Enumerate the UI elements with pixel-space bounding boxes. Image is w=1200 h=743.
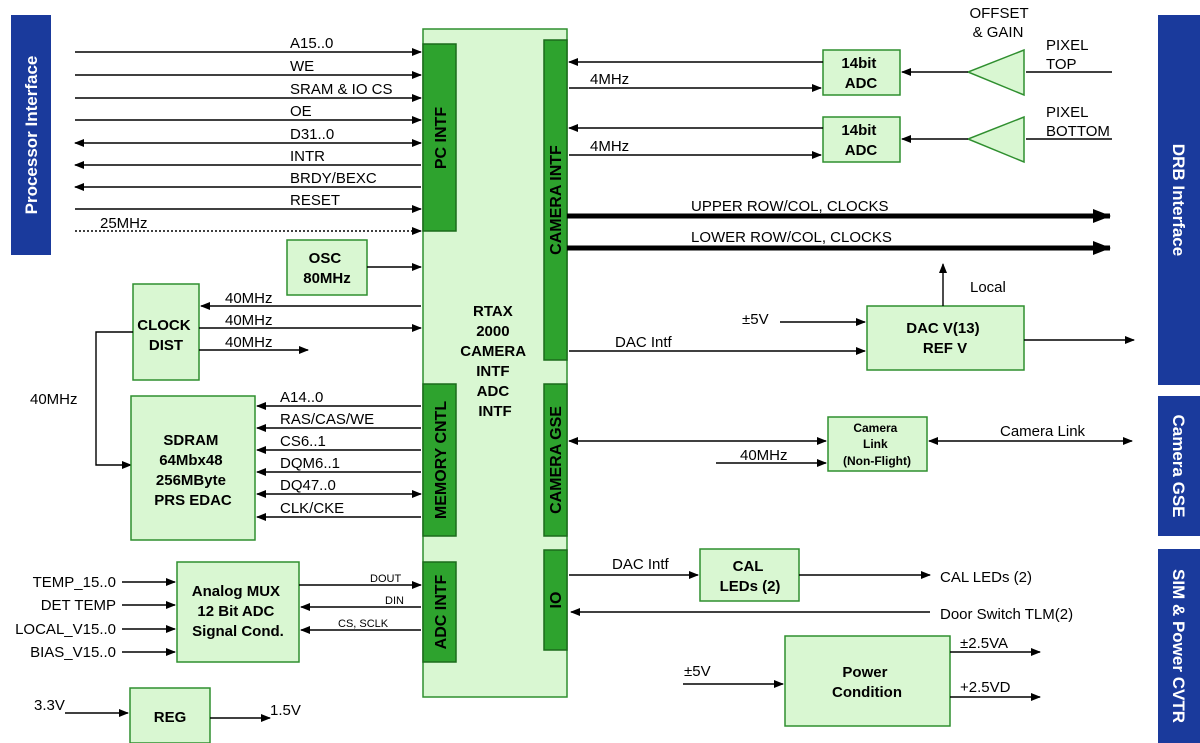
osc-label: OSC 80MHz [303, 250, 351, 287]
sdram-label: SDRAM 64Mbx48 256MByte PRS EDAC [154, 432, 232, 509]
cam-top-4mhz: 4MHz [590, 71, 629, 88]
adc-bottom-label: 14bit ADC [841, 122, 880, 159]
side-label-processor: Processor Interface [22, 56, 41, 215]
mem-signal-ras: RAS/CAS/WE [280, 411, 374, 428]
side-label-sim-power: SIM & Power CVTR [1169, 569, 1188, 723]
camera-intf-label: CAMERA INTF [548, 145, 565, 255]
clock-dist-block [132, 283, 200, 381]
mem-signal-clk: CLK/CKE [280, 500, 344, 517]
adc-inputs: TEMP_15..0 DET TEMP LOCAL_V15..0 BIAS_V1… [15, 574, 176, 661]
io-dac-intf-label: DAC Intf [612, 556, 670, 573]
analog-mux-block [176, 561, 300, 663]
cal-leds-out-label: CAL LEDs (2) [940, 569, 1032, 586]
camera-intf-block [543, 39, 568, 361]
pc-signals: A15..0 WE SRAM & IO CS OE D31..0 INTR BR… [74, 35, 422, 235]
signal-oe: OE [290, 103, 312, 120]
clock-dist-label: CLOCK DIST [137, 317, 195, 354]
side-label-drb: DRB Interface [1169, 144, 1188, 256]
camera-link-out-label: Camera Link [1000, 423, 1086, 440]
sdram-block [130, 395, 256, 541]
side-processor-interface: Processor Interface [11, 15, 51, 255]
side-drb-interface: DRB Interface [1158, 15, 1200, 385]
input-bias-v: BIAS_V15..0 [30, 644, 116, 661]
signal-reset: RESET [290, 192, 340, 209]
camera-gse-block [543, 383, 568, 537]
adc-top-block [822, 49, 901, 96]
memory-cntl-block [422, 383, 457, 537]
pixel-top-label: PIXEL TOP [1046, 37, 1092, 73]
adc-top-label: 14bit ADC [841, 55, 880, 92]
io-block [543, 549, 568, 651]
gse-40mhz-label: 40MHz [740, 447, 788, 464]
upper-row-label: UPPER ROW/COL, CLOCKS [691, 198, 889, 215]
bus-din: DIN [385, 595, 404, 607]
amp-top-icon [965, 48, 1025, 97]
analog-mux-label: Analog MUX 12 Bit ADC Signal Cond. [192, 583, 285, 640]
signal-d31: D31..0 [290, 126, 334, 143]
pc-intf-block [422, 43, 457, 232]
signal-brdy: BRDY/BEXC [290, 170, 377, 187]
bus-cs-sclk: CS, SCLK [338, 618, 389, 630]
mem-signal-dqm: DQM6..1 [280, 455, 340, 472]
adc-intf-label: ADC INTF [433, 574, 450, 649]
power-condition-label: Power Condition [832, 664, 902, 701]
cam-bottom-4mhz: 4MHz [590, 138, 629, 155]
signal-a15: A15..0 [290, 35, 333, 52]
input-det-temp: DET TEMP [41, 597, 116, 614]
signal-we: WE [290, 58, 314, 75]
mem-signal-dq: DQ47..0 [280, 477, 336, 494]
lower-row-label: LOWER ROW/COL, CLOCKS [691, 229, 892, 246]
dac-pm5v-label: ±5V [742, 311, 769, 328]
local-label: Local [970, 279, 1006, 296]
clock-40mhz-1: 40MHz [225, 290, 273, 307]
power-25vd-label: +2.5VD [960, 679, 1011, 696]
camera-gse-label: CAMERA GSE [548, 406, 565, 514]
power-condition-block [784, 635, 951, 727]
clock-40mhz-2: 40MHz [225, 312, 273, 329]
pixel-bottom-label: PIXEL BOTTOM [1046, 104, 1110, 140]
dac-block [866, 305, 1025, 371]
mem-signal-a14: A14..0 [280, 389, 323, 406]
clk-left-40mhz: 40MHz [30, 391, 78, 408]
bus-dout: DOUT [370, 573, 401, 585]
camera-link-block [827, 416, 928, 472]
signal-intr: INTR [290, 148, 325, 165]
dac-intf-label: DAC Intf [615, 334, 673, 351]
offset-gain-label: OFFSET & GAIN [969, 5, 1032, 41]
adc-bottom-block [822, 116, 901, 163]
amp-bottom-icon [965, 115, 1025, 164]
cal-leds-label: CAL LEDs (2) [720, 558, 781, 595]
reg-out-1v5: 1.5V [270, 702, 301, 719]
reg-label: REG [154, 709, 187, 726]
memory-signals: A14..0 RAS/CAS/WE CS6..1 DQM6..1 DQ47..0… [256, 389, 422, 521]
dac-label: DAC V(13) REF V [906, 320, 984, 357]
reg-in-3v3: 3.3V [34, 697, 65, 714]
signal-25mhz: 25MHz [100, 215, 148, 232]
mem-signal-cs: CS6..1 [280, 433, 326, 450]
door-switch-label: Door Switch TLM(2) [940, 606, 1073, 623]
input-local-v: LOCAL_V15..0 [15, 621, 116, 638]
io-label: IO [548, 592, 565, 609]
side-label-camera-gse: Camera GSE [1169, 415, 1188, 518]
osc-block [286, 239, 368, 296]
power-25va-label: ±2.5VA [960, 635, 1008, 652]
rtax-label: RTAX 2000 CAMERA INTF ADC INTF [460, 303, 529, 420]
signal-sram-io-cs: SRAM & IO CS [290, 81, 393, 98]
clock-40mhz-3: 40MHz [225, 334, 273, 351]
input-temp: TEMP_15..0 [33, 574, 116, 591]
cal-leds-block [699, 548, 800, 602]
side-sim-power: SIM & Power CVTR [1158, 549, 1200, 743]
memory-cntl-label: MEMORY CNTL [433, 401, 450, 519]
reg-block [129, 687, 211, 743]
pc-intf-label: PC INTF [433, 107, 450, 169]
power-pm5v-label: ±5V [684, 663, 711, 680]
camera-link-label: Camera Link (Non-Flight) [843, 421, 911, 468]
adc-intf-block [422, 561, 457, 663]
side-camera-gse: Camera GSE [1158, 396, 1200, 536]
